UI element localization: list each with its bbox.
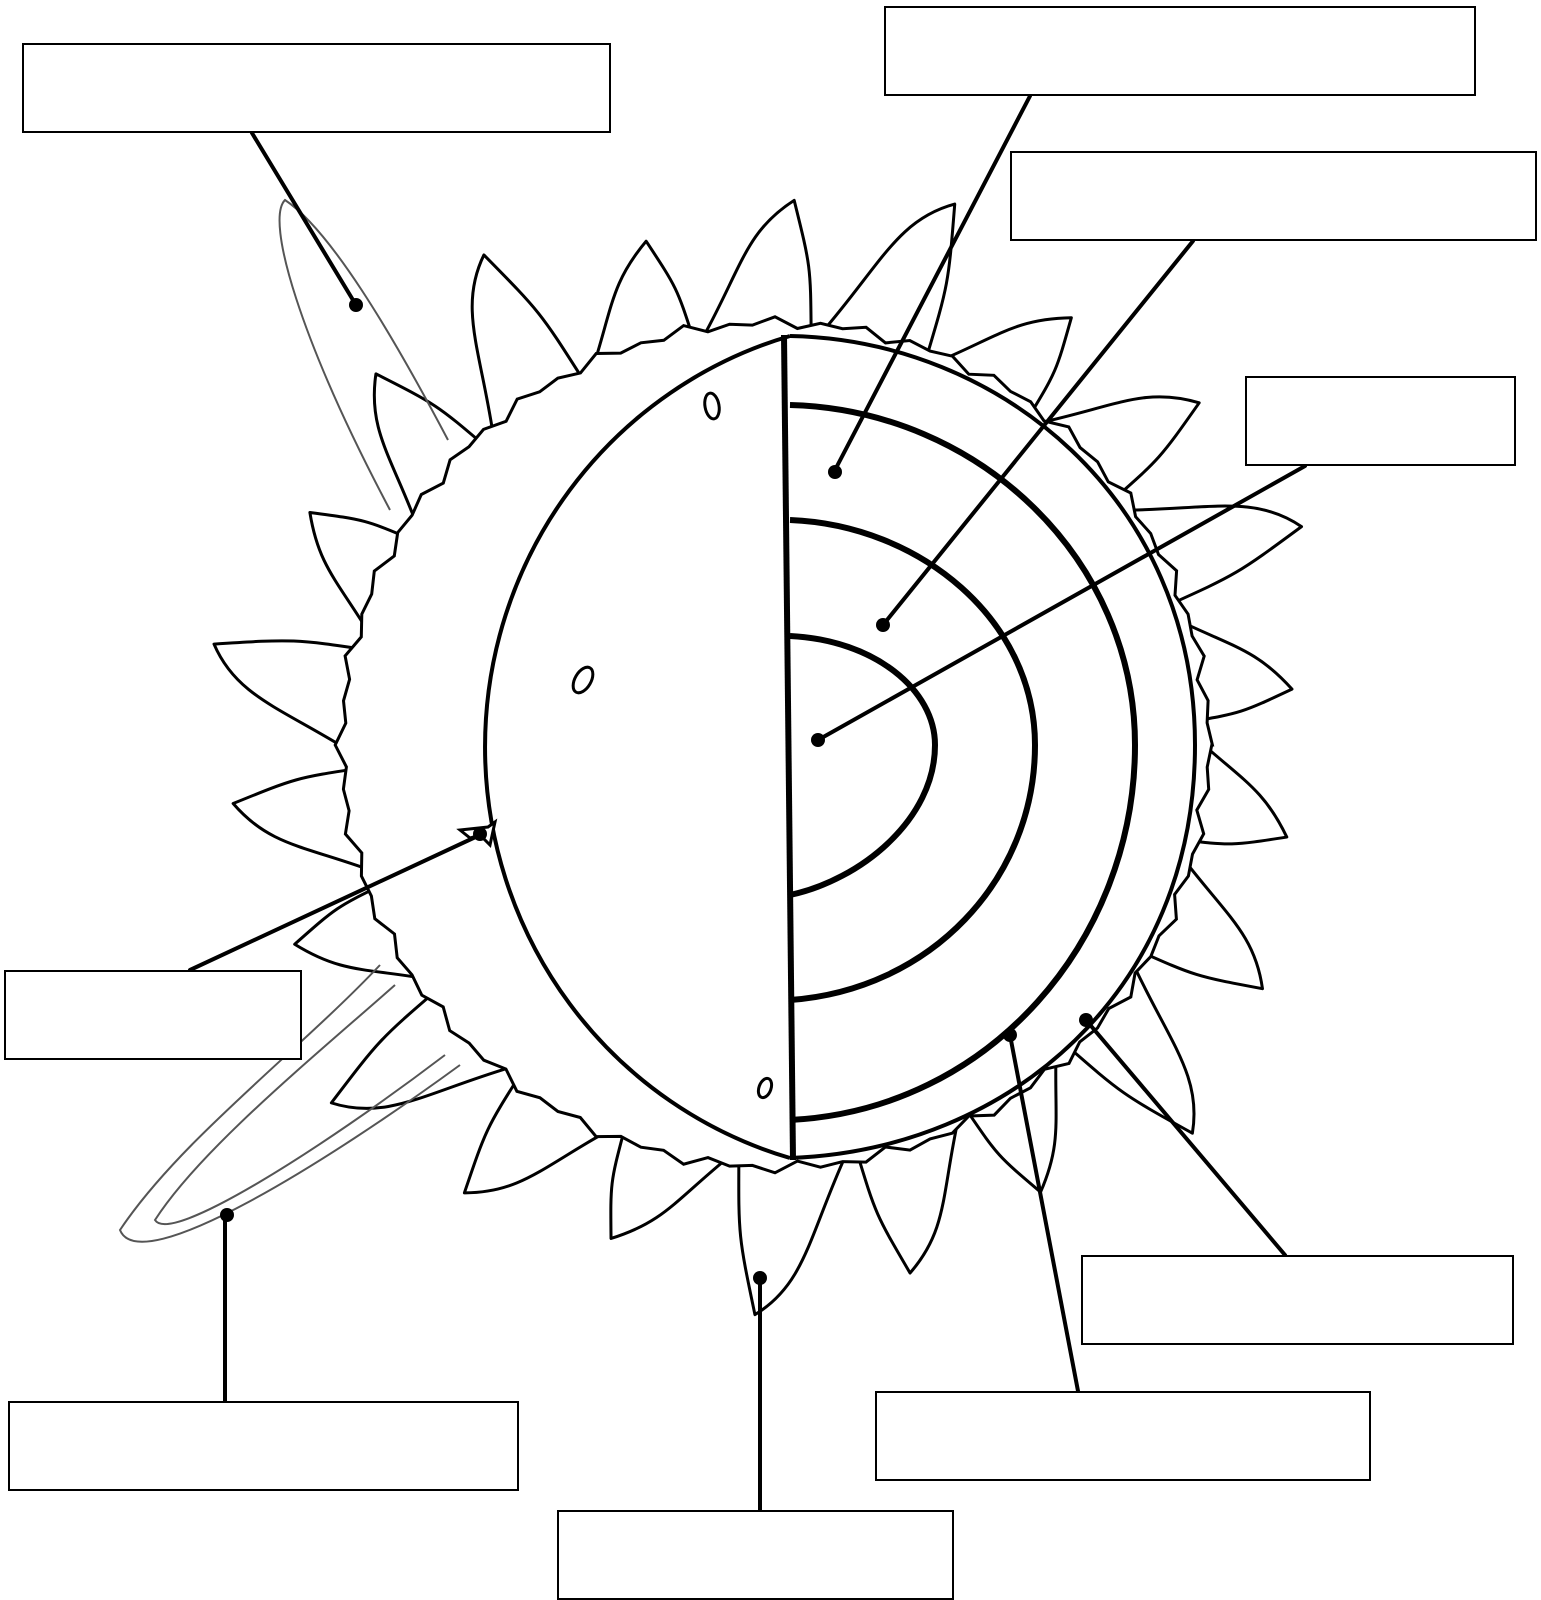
label-box-prominence-top[interactable] (22, 43, 611, 133)
photosphere-dot (1003, 1028, 1017, 1042)
chromosphere-dot (1079, 1013, 1093, 1027)
flame (739, 1154, 847, 1315)
flame (704, 200, 811, 336)
label-box-core[interactable] (1245, 376, 1516, 466)
prominence-bottom-dot (220, 1208, 234, 1222)
corona-dot (753, 1271, 767, 1285)
label-box-chromosphere[interactable] (1081, 1255, 1514, 1345)
convection-zone-dot (828, 465, 842, 479)
label-box-sunspot[interactable] (4, 970, 302, 1060)
label-box-convection-zone[interactable] (884, 6, 1476, 96)
label-box-photosphere[interactable] (875, 1391, 1371, 1481)
label-box-corona[interactable] (557, 1510, 954, 1600)
sunspot-dot (473, 827, 487, 841)
radiative-zone-dot (876, 618, 890, 632)
prominence-top-dot (349, 298, 363, 312)
label-box-prominence-bottom[interactable] (8, 1401, 519, 1491)
label-box-radiative-zone[interactable] (1010, 151, 1537, 241)
core-dot (811, 733, 825, 747)
